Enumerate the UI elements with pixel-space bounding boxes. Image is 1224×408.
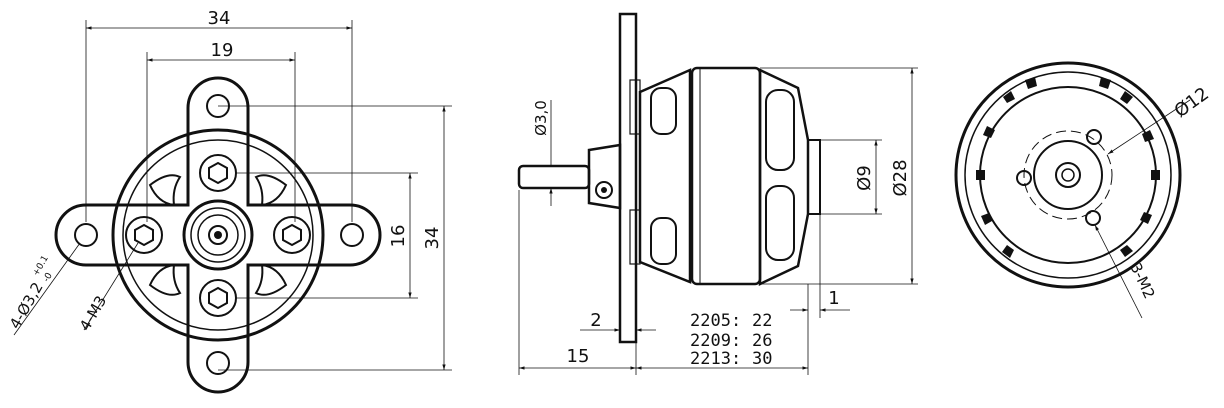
gap-label: 1 [828,288,839,309]
front-dim-top: 34 [208,8,231,29]
body-dia-label: Ø28 [890,159,911,196]
rear-screw-label: 3-M2 [1126,260,1158,302]
front-dim-right-inner: 16 [388,225,409,248]
svg-text:22: 22 [752,311,772,331]
cross-mount [54,76,382,394]
bolt-circle [1023,130,1113,220]
hole-spec-leader [13,242,81,336]
rear-view: Ø12 3-M2 [954,61,1213,319]
svg-text:-0: -0 [42,271,55,284]
svg-text:4-Ø3,2: 4-Ø3,2 [6,279,47,332]
front-outer-ring [111,128,325,342]
screw-spec-leader [83,242,139,331]
bell-dia-label: Ø9 [854,165,875,191]
front-inner-ring [122,139,314,331]
front-dim-right-outer: 34 [422,227,443,250]
plate-thickness-label: 2 [590,310,601,331]
mount-plate [618,12,638,344]
motor-can [690,66,762,286]
svg-text:2213:: 2213: [690,349,741,369]
mount-hole-left [74,223,98,247]
length-table: 2205: 22 2209: 26 2213: 30 [690,311,772,369]
shaft-length-label: 15 [567,346,590,367]
mount-hole-right [340,223,364,247]
svg-text:26: 26 [752,331,772,351]
hole-spec-label: 4-Ø3,2 +0.1 -0 [6,254,55,332]
screw-spec-label: 4-M3 [76,293,110,334]
prop-collet [587,143,622,210]
rear-outer-ring [954,61,1182,289]
bolt-circle-label: Ø12 [1171,83,1213,122]
front-ring-cutouts [148,174,288,296]
side-view: Ø3,0 15 2 2205: 22 2209: 26 2213: 30 1 Ø… [517,12,918,375]
svg-text:30: 30 [752,349,772,369]
rear-boss [807,139,821,215]
shaft [517,164,591,190]
shaft-dia-label: Ø3,0 [532,100,550,136]
rear-vent-slots [976,77,1160,258]
front-bell [638,68,692,284]
screw-heads [125,154,311,317]
mount-hole-bottom [206,351,230,375]
svg-text:2209:: 2209: [690,331,741,351]
svg-text:2205:: 2205: [690,311,741,331]
front-dim-inner: 19 [211,40,234,61]
front-view: 34 19 16 34 4-Ø3,2 +0.1 -0 4-M3 [6,8,452,394]
